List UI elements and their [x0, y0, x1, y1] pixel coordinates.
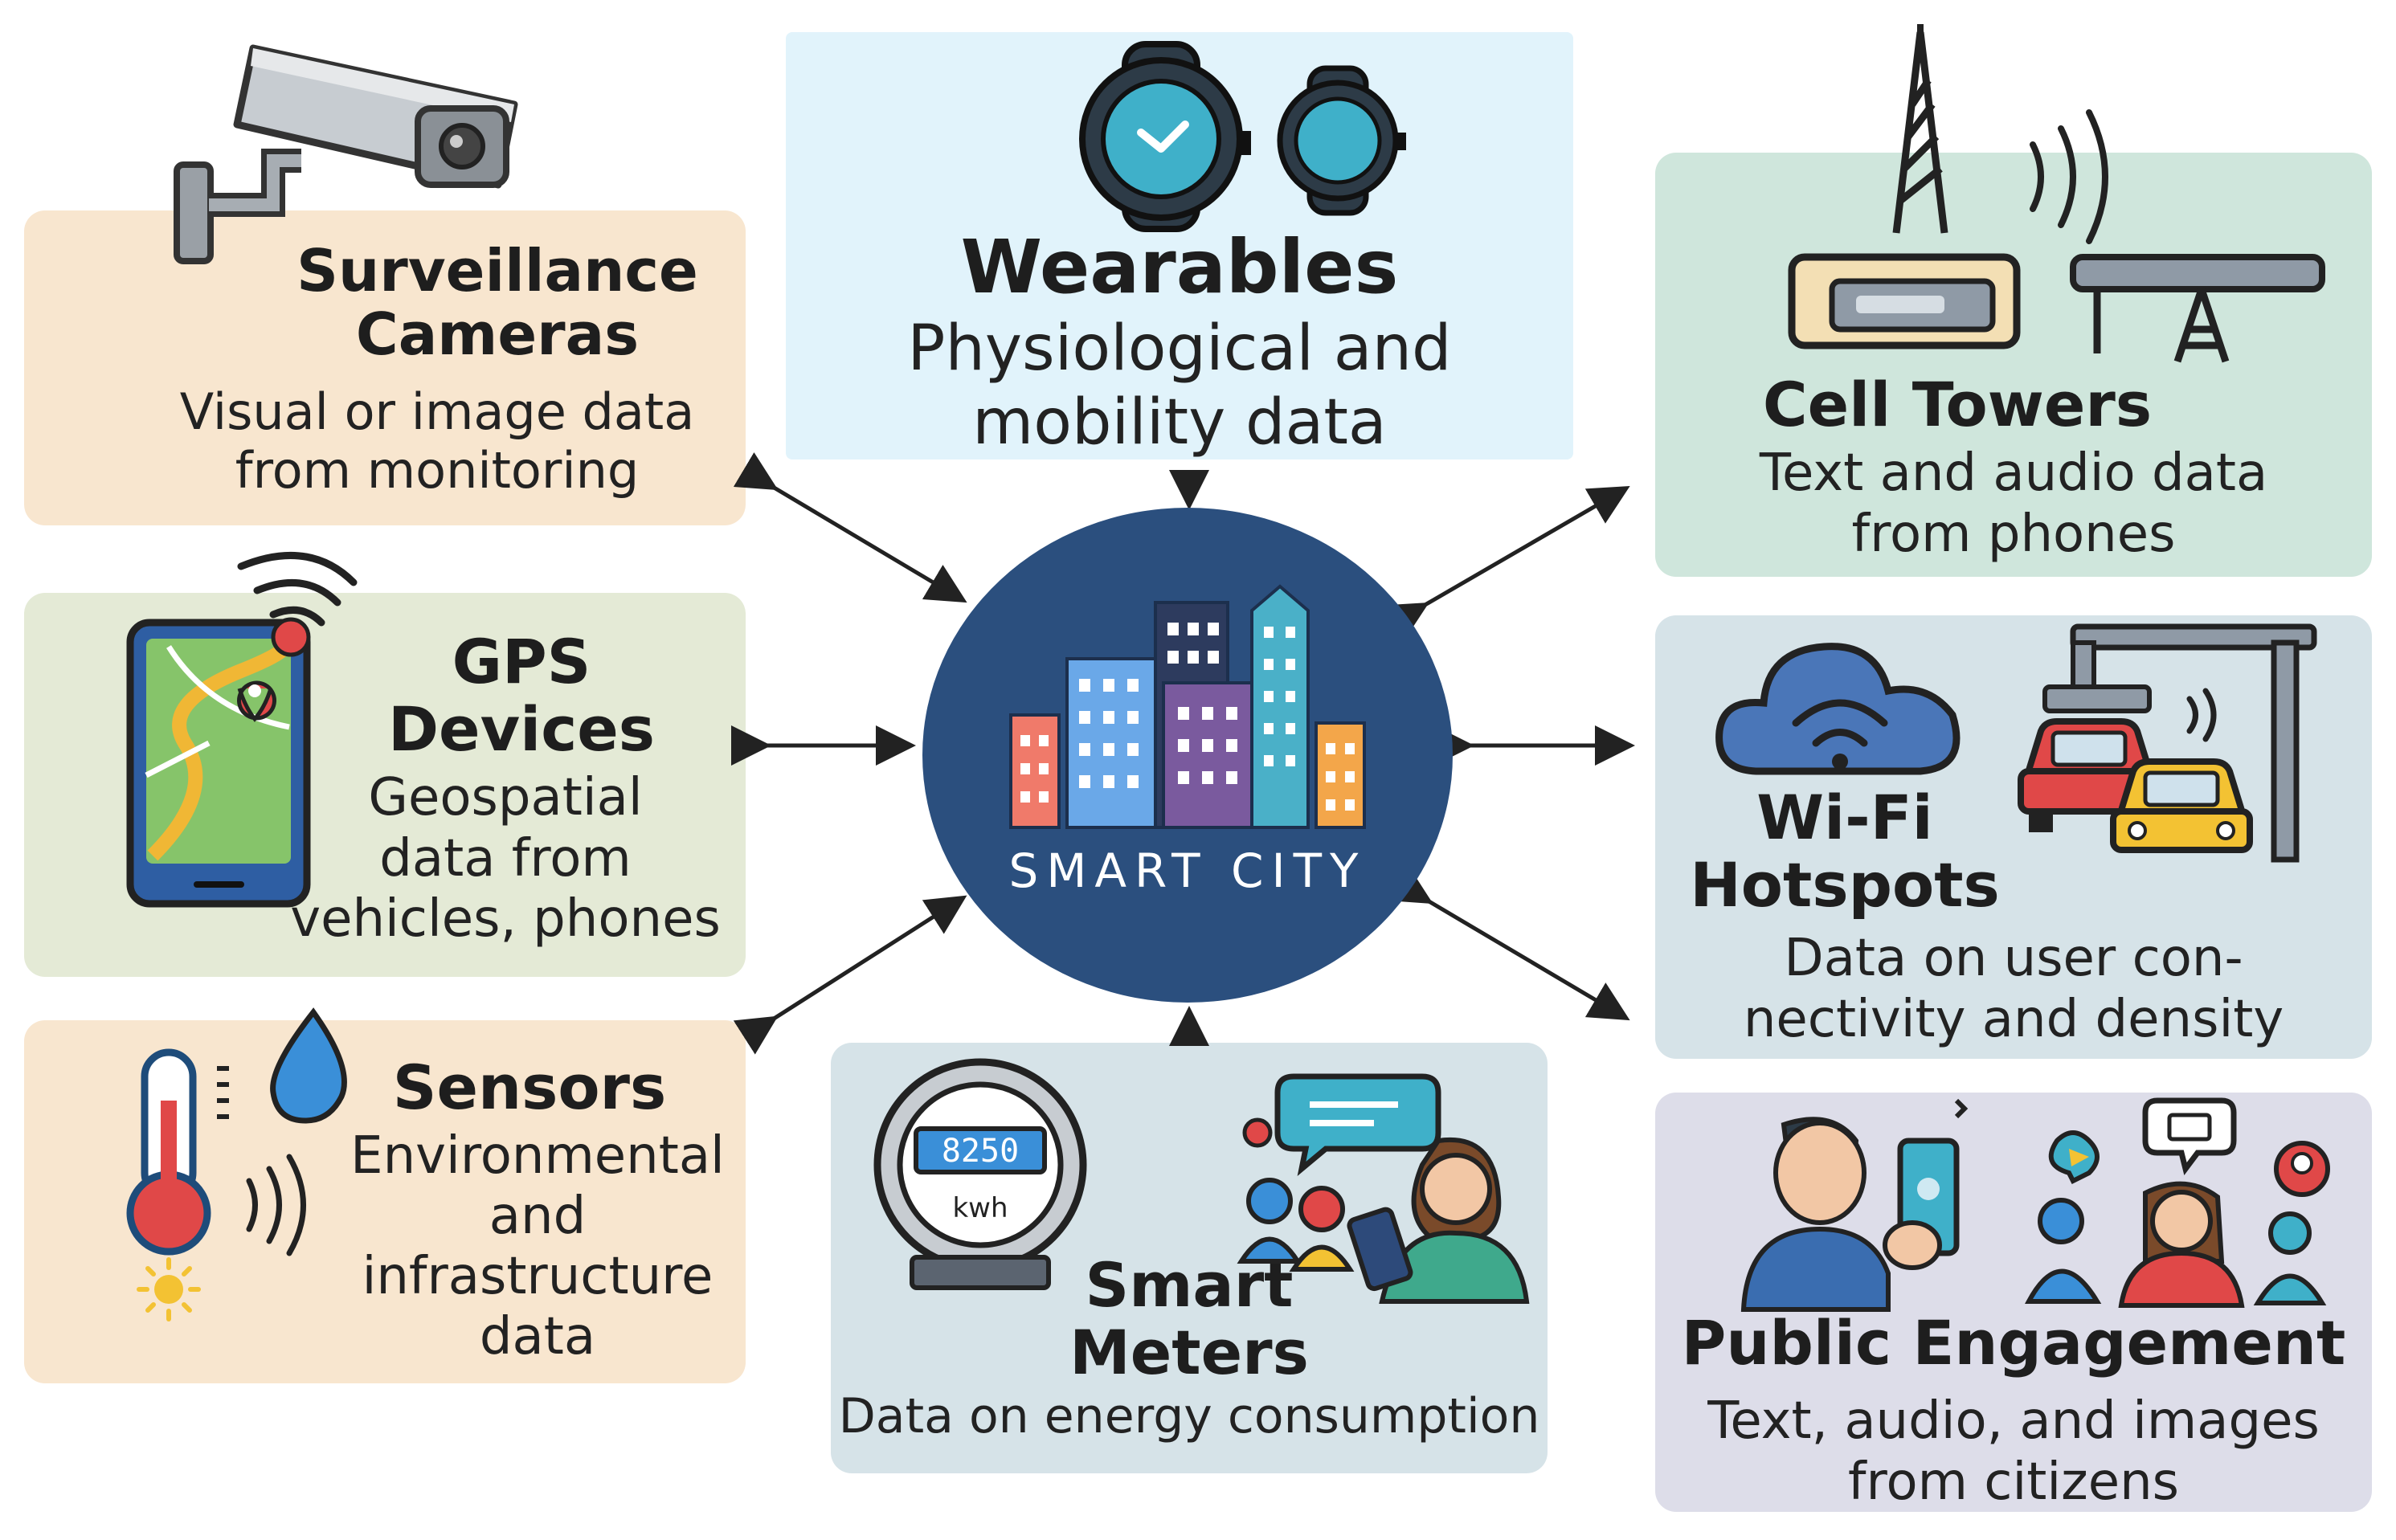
cell-tower-icon [1788, 24, 2325, 363]
people-chat-icon [1237, 1073, 1530, 1304]
public-title: Public Engagement [1681, 1307, 2346, 1379]
smart-city-label: SMART CITY [1008, 844, 1367, 898]
arrow-public [1388, 866, 1630, 1021]
arrow-surveillance [733, 452, 967, 603]
energy-meter-icon: 8250 kwh [873, 1058, 1087, 1290]
thermometer-icon [126, 1007, 347, 1321]
wifi-cloud-icon [1715, 643, 1961, 775]
smartwatch-icon [1079, 41, 1406, 232]
meter-unit: kwh [952, 1192, 1008, 1224]
gps-tablet-icon [126, 551, 358, 908]
sensors-title: Sensors [392, 1052, 667, 1123]
community-icon [2024, 1097, 2330, 1308]
traffic-cars-icon [2018, 623, 2317, 863]
wifi-desc: Data on user con-nectivity and density [1743, 929, 2284, 1049]
arrow-sensors [733, 895, 967, 1055]
cell-towers-title: Cell Towers [1762, 369, 2153, 440]
wearables-title: Wearables [960, 224, 1399, 310]
citizen-phone-icon [1740, 1098, 1969, 1312]
meter-reading: 8250 [942, 1133, 1019, 1170]
smart-meters-desc: Data on energy consumption [838, 1388, 1540, 1444]
arrow-cell-towers [1384, 485, 1630, 640]
cctv-camera-icon [174, 44, 518, 264]
smart-city-hub [922, 508, 1453, 1003]
